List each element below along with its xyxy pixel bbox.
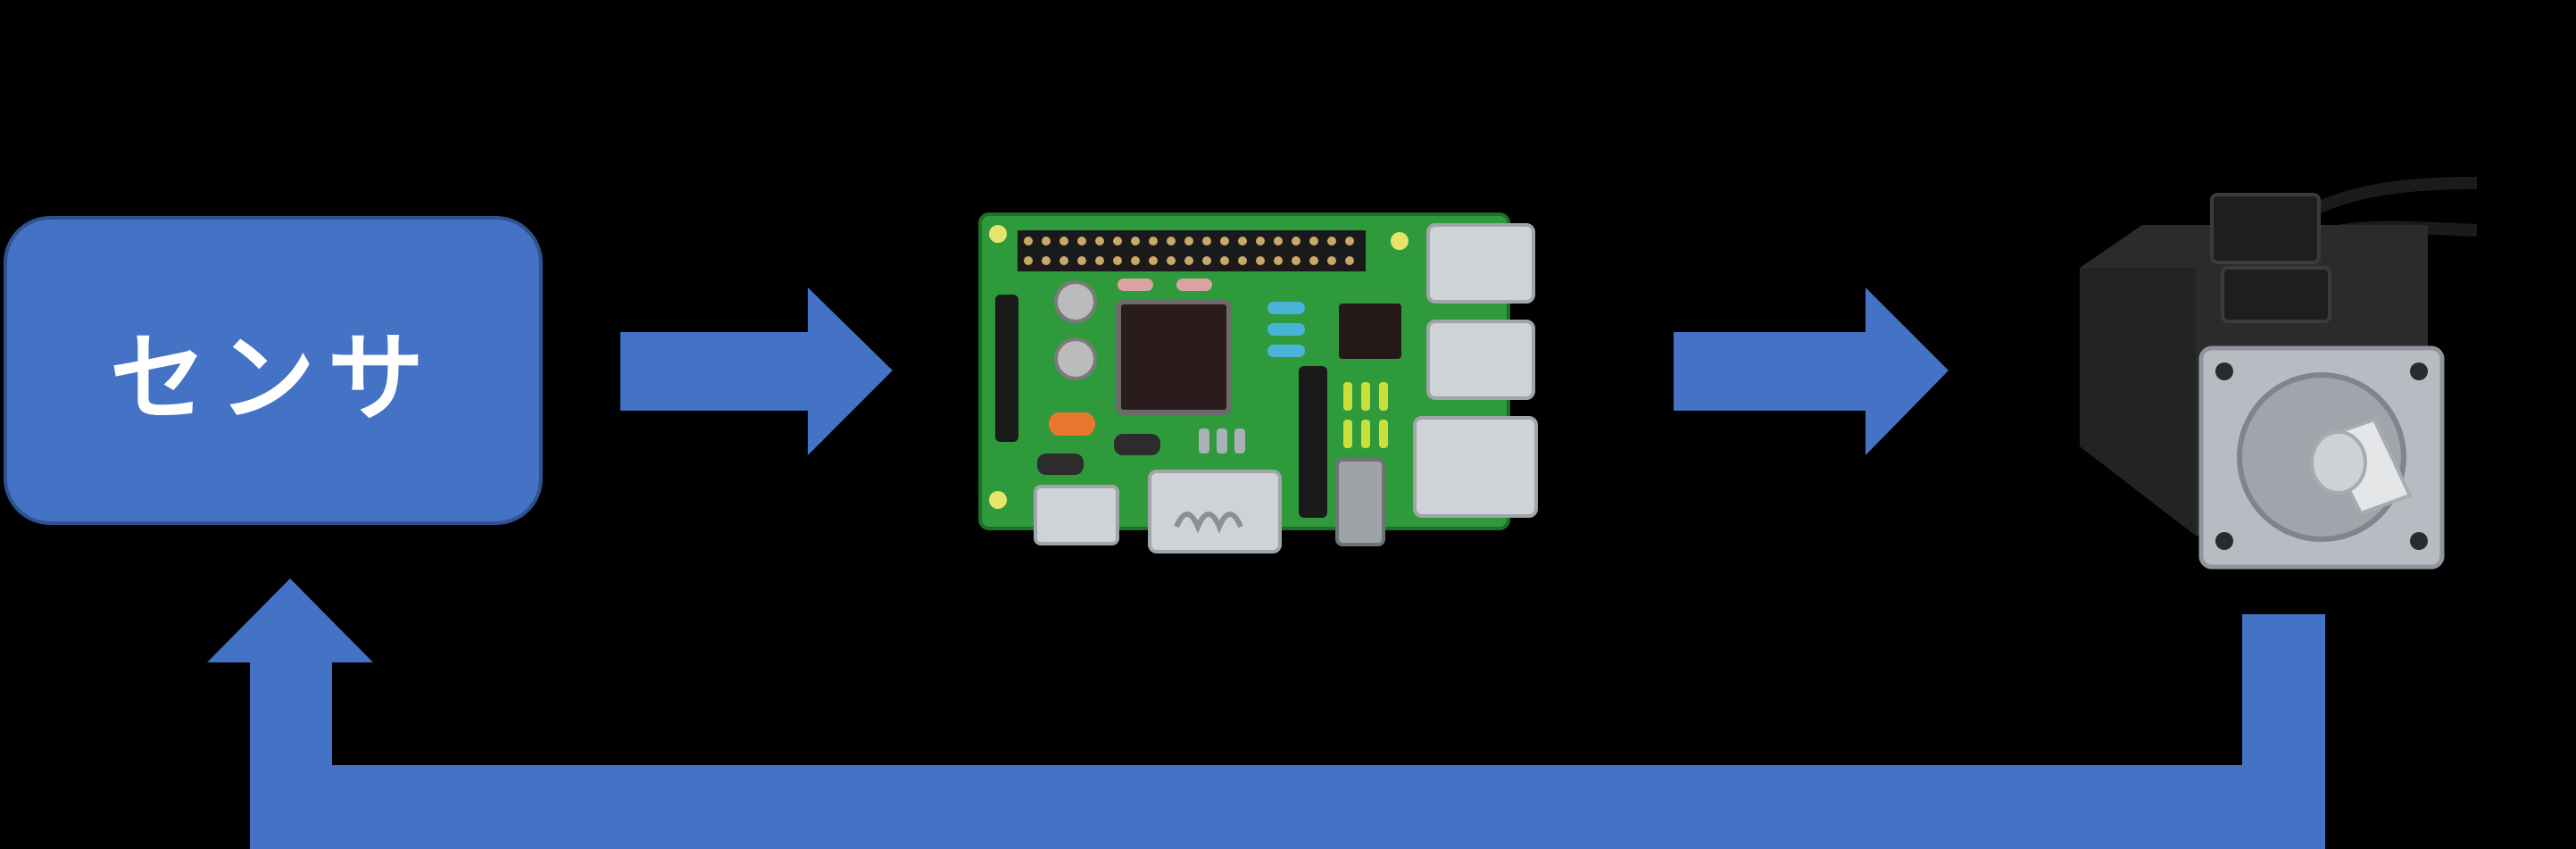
servo-motor-icon [2080,177,2478,570]
feedback-arrow-motor-to-sensor [207,578,2325,849]
arrow-sensor-to-board [620,287,893,455]
arrow-board-to-motor [1674,287,1949,455]
raspberry-pi-board-icon [978,212,1538,554]
sensor-label: センサ [109,323,436,435]
sensor-node: センサ [4,216,543,525]
